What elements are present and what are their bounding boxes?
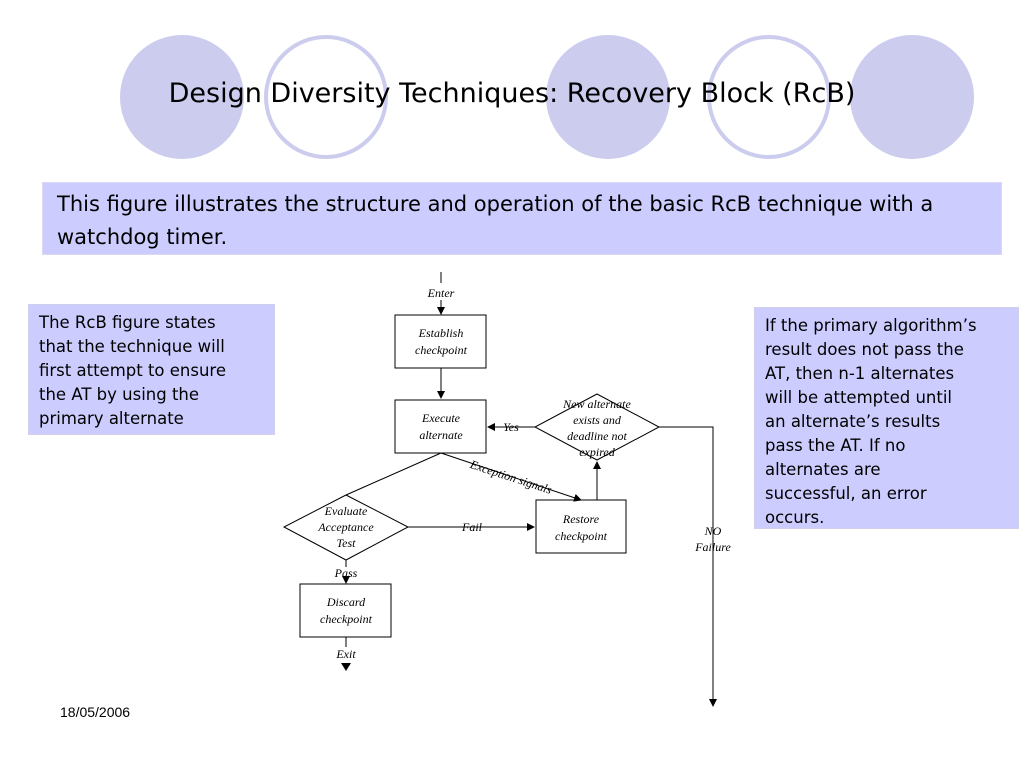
- decor-circle-filled: [850, 35, 974, 159]
- execute-alternate-box: [394, 399, 487, 454]
- discard-label-1: Discard: [326, 595, 366, 609]
- decor-circle-ring: [264, 35, 388, 159]
- decision-label-4: expired: [579, 445, 616, 459]
- decor-circle-filled: [120, 35, 244, 159]
- decorative-circles: [120, 35, 974, 159]
- execute-label-2: alternate: [419, 428, 463, 442]
- intro-banner: This figure illustrates the structure an…: [42, 182, 1002, 255]
- decision-label-2: exists and: [573, 413, 622, 427]
- decor-circle-filled: [546, 35, 670, 159]
- execute-label-1: Execute: [421, 411, 461, 425]
- fail-label: Fail: [461, 520, 483, 534]
- slide-title: Design Diversity Techniques: Recovery Bl…: [168, 78, 856, 109]
- no-failure-label-2: Failure: [694, 540, 731, 554]
- restore-checkpoint-box: [535, 499, 627, 554]
- exit-label: Exit: [335, 647, 356, 661]
- left-note: The RcB figure states that the technique…: [28, 304, 275, 435]
- right-note: If the primary algorithm’s result does n…: [754, 307, 1019, 529]
- exception-label: Exception signals: [467, 457, 553, 497]
- pass-label: Pass: [334, 566, 358, 580]
- enter-label: Enter: [427, 286, 455, 300]
- decision-label-3: deadline not: [567, 429, 627, 443]
- exit-arrowhead: [341, 663, 351, 671]
- restore-label-2: checkpoint: [555, 529, 608, 543]
- exception-arrow: [440, 452, 582, 502]
- execute-to-evaluate-line: [345, 452, 442, 496]
- no-failure-label-1: NO: [704, 524, 722, 538]
- yes-label: Yes: [503, 420, 519, 434]
- evaluate-label-3: Test: [337, 536, 357, 550]
- restore-label-1: Restore: [562, 512, 600, 526]
- decor-circle-ring: [707, 35, 831, 159]
- decision-label-1: New alternate: [562, 397, 631, 411]
- decision-diamond: [533, 393, 661, 461]
- slide-date: 18/05/2006: [60, 704, 131, 720]
- evaluate-label-1: Evaluate: [324, 504, 368, 518]
- establish-checkpoint-box: [394, 314, 487, 369]
- no-failure-line: [659, 426, 717, 707]
- discard-checkpoint-box: [299, 583, 392, 638]
- discard-label-2: checkpoint: [320, 612, 373, 626]
- establish-label-2: checkpoint: [415, 343, 468, 357]
- establish-label-1: Establish: [418, 326, 464, 340]
- evaluate-label-2: Acceptance: [317, 520, 374, 534]
